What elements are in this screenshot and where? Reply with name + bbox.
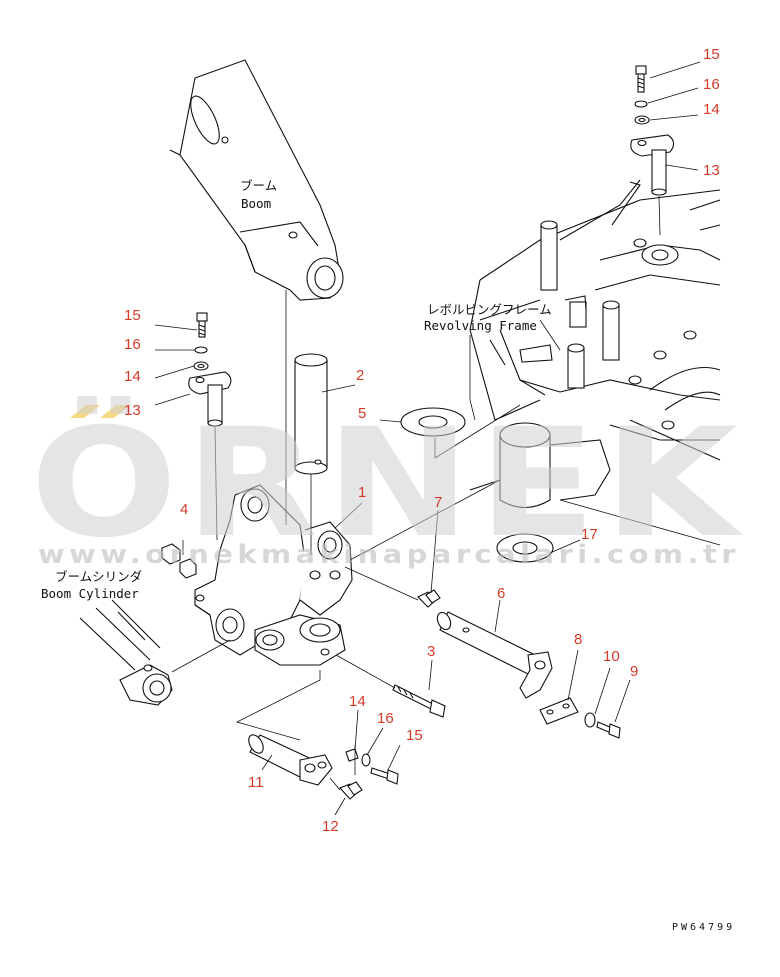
callout-14-right: 14	[703, 101, 720, 118]
callout-numbers: 15 16 14 13 15 16 14 13 2 5 1 4 7 17 6 3…	[124, 46, 720, 835]
callout-16-right: 16	[703, 76, 720, 93]
bolt-3	[392, 684, 446, 718]
pin-11	[248, 734, 333, 786]
boom-part	[169, 59, 344, 301]
callout-5: 5	[358, 405, 366, 422]
callout-2: 2	[356, 367, 364, 384]
frame-label-jp: レボルビングフレーム	[427, 302, 552, 317]
washer-10	[584, 712, 596, 728]
watermark-accent-mark-1	[70, 405, 100, 418]
frame-label-en: Revolving Frame	[424, 318, 537, 333]
plate-8	[539, 697, 579, 725]
boom-label-jp: ブーム	[240, 178, 277, 193]
callout-14-left: 14	[124, 368, 141, 385]
frame-boss	[469, 422, 611, 509]
bolt-15-sub	[370, 767, 399, 785]
revolving-frame-part	[469, 179, 721, 461]
callout-16-left: 16	[124, 336, 141, 353]
callout-9: 9	[630, 663, 638, 680]
callout-8: 8	[574, 631, 582, 648]
callout-17: 17	[581, 526, 598, 543]
bolt-15-left	[196, 312, 208, 338]
callout-13-left: 13	[124, 402, 141, 419]
callout-14-sub: 14	[349, 693, 366, 710]
callout-12: 12	[322, 818, 339, 835]
watermark-url: www.ornekmakinaparcalari.com.tr	[38, 540, 740, 570]
callout-15-sub: 15	[406, 727, 423, 744]
washer-14-sub	[345, 748, 359, 762]
boom-label-en: Boom	[241, 196, 271, 211]
grease-fitting-7	[417, 589, 441, 608]
bolt-15-right	[635, 65, 647, 93]
callout-13-right: 13	[703, 162, 720, 179]
pin-2	[294, 353, 328, 475]
callout-11: 11	[248, 774, 264, 791]
nut-4-lower	[179, 558, 197, 579]
boom-cylinder-part	[79, 599, 173, 706]
lock-washer-16-sub	[361, 753, 371, 767]
lock-washer-16-left	[194, 346, 208, 354]
callout-3: 3	[427, 643, 435, 660]
callout-15-left: 15	[124, 307, 141, 324]
bolt-9	[596, 721, 621, 739]
washer-17	[496, 533, 554, 563]
boom-foot-bracket	[194, 484, 353, 666]
cylinder-label-en: Boom Cylinder	[41, 586, 139, 601]
stopper-plate-13-right	[630, 134, 675, 196]
callout-10: 10	[603, 648, 620, 665]
callout-6: 6	[497, 585, 505, 602]
watermark-accent-mark-2	[100, 405, 130, 418]
callout-4: 4	[180, 501, 188, 518]
cylinder-label-jp: ブームシリンダ	[55, 569, 142, 584]
lock-washer-16-right	[634, 100, 648, 108]
watermark-brand: ÖRNEK	[30, 395, 745, 571]
callout-leaders	[154, 61, 701, 816]
grease-fitting-12	[339, 781, 363, 800]
stopper-plate-13-left	[188, 371, 232, 427]
watermark: ÖRNEK www.ornekmakinaparcalari.com.tr	[30, 395, 745, 571]
washer-14-right	[634, 115, 650, 125]
nut-4-upper	[161, 543, 181, 565]
callout-1: 1	[358, 484, 366, 501]
pin-6	[436, 611, 553, 699]
callout-16-sub: 16	[377, 710, 394, 727]
callout-15-right: 15	[703, 46, 720, 63]
drawing-code: PW64799	[672, 922, 735, 933]
callout-7: 7	[434, 494, 442, 511]
washer-14-left	[193, 361, 209, 371]
